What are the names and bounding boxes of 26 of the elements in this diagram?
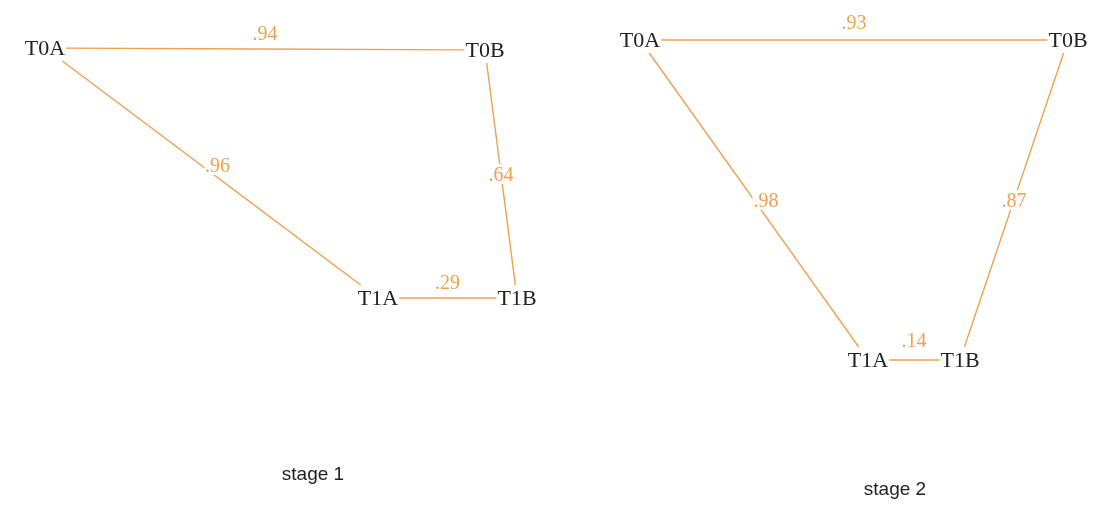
edge-label: .93 bbox=[840, 12, 868, 32]
node-label: T1A bbox=[356, 285, 400, 311]
connector-line bbox=[888, 359, 941, 361]
edge-label: .29 bbox=[434, 272, 461, 292]
edge-label: .87 bbox=[1000, 190, 1028, 210]
connector-line bbox=[61, 60, 362, 286]
connector-line bbox=[486, 62, 517, 286]
edge-label: .64 bbox=[487, 164, 515, 184]
node-label: T1B bbox=[939, 347, 981, 373]
edge-label: .98 bbox=[752, 190, 780, 210]
node-label: T0A bbox=[23, 35, 67, 61]
connector-line bbox=[398, 297, 498, 299]
node-label: T0B bbox=[464, 37, 506, 63]
stage-caption: stage 2 bbox=[863, 478, 927, 500]
edge-label: .14 bbox=[900, 330, 928, 350]
connector-line bbox=[963, 52, 1065, 348]
connector-line bbox=[648, 52, 860, 348]
edge-label: .96 bbox=[204, 155, 231, 175]
node-label: T0B bbox=[1047, 27, 1089, 53]
node-label: T1A bbox=[846, 347, 890, 373]
connector-line bbox=[660, 39, 1049, 41]
stage-caption: stage 1 bbox=[281, 463, 345, 485]
connector-line bbox=[65, 47, 466, 51]
edge-label: .94 bbox=[251, 23, 279, 43]
node-label: T1B bbox=[496, 285, 538, 311]
node-label: T0A bbox=[618, 27, 662, 53]
